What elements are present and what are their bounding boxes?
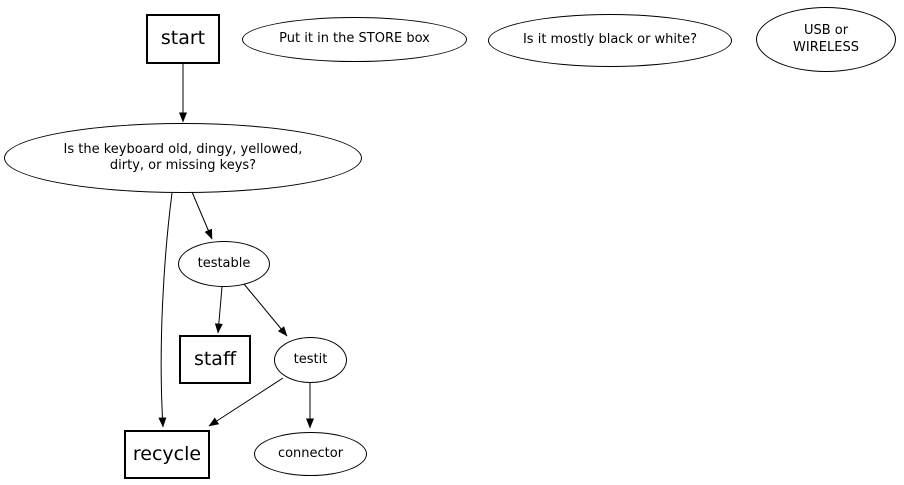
node-black-or-white-label: Is it mostly black or white?	[522, 32, 698, 48]
node-store-box: Put it in the STORE box	[242, 17, 467, 62]
node-testit-label: testit	[293, 351, 328, 367]
node-keyboard-question-line1: Is the keyboard old, dingy, yellowed,	[63, 141, 303, 157]
edge-keyboard-question-to-testable	[191, 191, 213, 240]
node-staff-label: staff	[193, 347, 237, 370]
node-staff: staff	[179, 335, 251, 384]
node-usb-or-wireless-line2: WIRELESS	[793, 39, 859, 55]
node-recycle-label: recycle	[132, 442, 202, 465]
node-start-label: start	[160, 27, 206, 50]
node-testit: testit	[274, 337, 347, 383]
edge-testable-to-staff	[214, 286, 223, 334]
node-black-or-white: Is it mostly black or white?	[488, 14, 732, 67]
node-usb-or-wireless-line1: USB or	[803, 23, 849, 39]
node-testable: testable	[178, 241, 270, 287]
edge-testit-to-recycle	[208, 377, 284, 427]
node-keyboard-question: Is the keyboard old, dingy, yellowed, di…	[4, 123, 362, 193]
node-connector-label: connector	[277, 445, 344, 461]
node-recycle: recycle	[124, 430, 210, 479]
node-testable-label: testable	[197, 255, 251, 271]
node-keyboard-question-line2: dirty, or missing keys?	[109, 158, 257, 173]
node-store-box-label: Put it in the STORE box	[279, 31, 430, 47]
node-usb-or-wireless: USB or WIRELESS	[756, 7, 896, 72]
edge-keyboard-question-to-recycle	[158, 192, 173, 428]
node-start: start	[146, 14, 220, 64]
node-connector: connector	[254, 432, 367, 476]
edge-testable-to-testit	[243, 283, 288, 337]
